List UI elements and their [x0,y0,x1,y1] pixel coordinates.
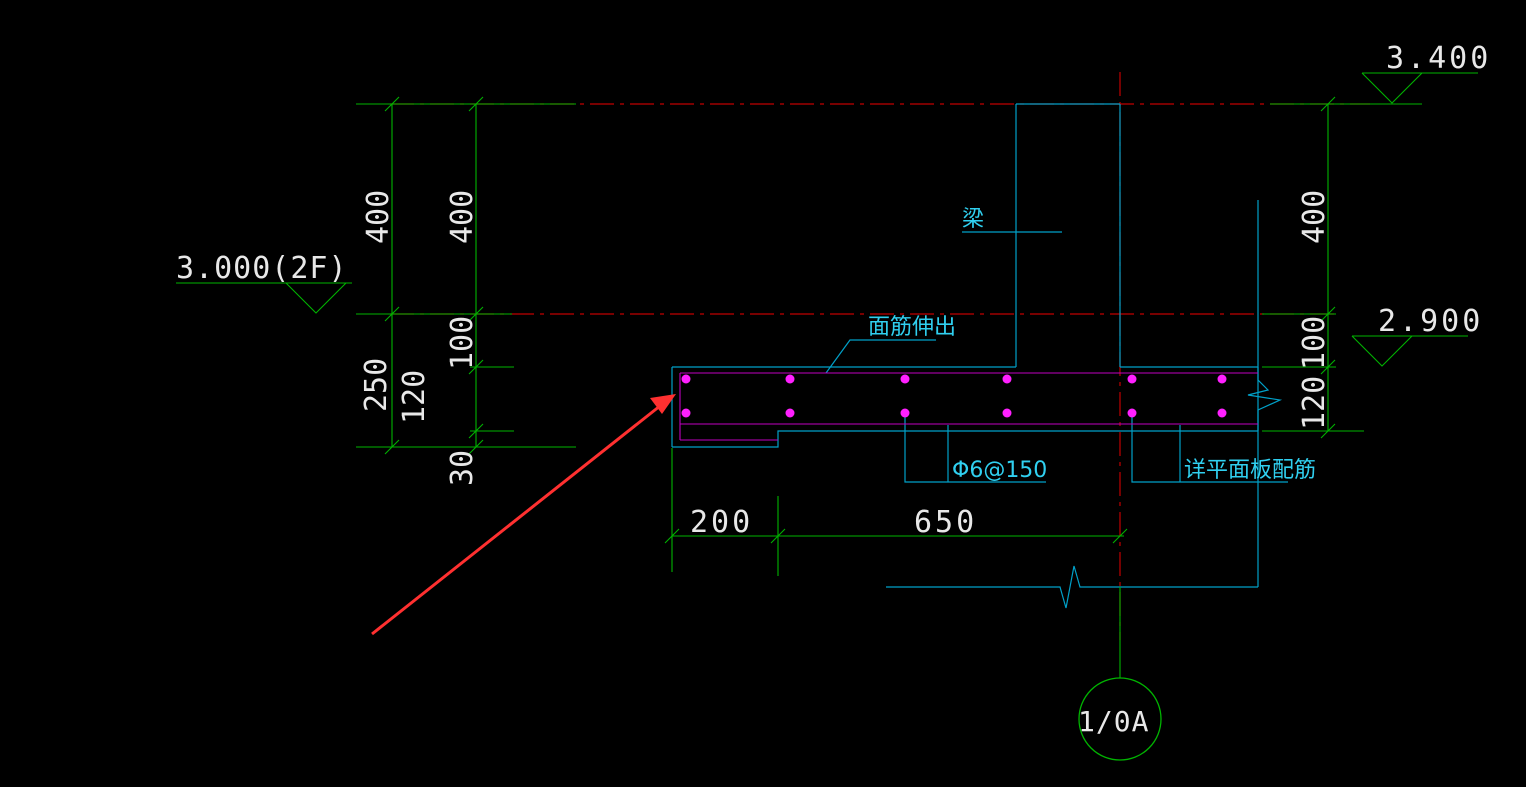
dim-left-inner-120: 120 [397,370,432,424]
dim-right-100: 100 [1297,316,1332,370]
dim-left-inner-30: 30 [445,450,480,486]
rebar-dot [681,408,691,418]
rebar-dot [1217,408,1227,418]
dim-right-120: 120 [1297,376,1332,430]
rebar-dot [1217,374,1227,384]
dimension-lines [176,72,1478,576]
beam-label: 梁 [962,207,984,232]
elevation-right-label: 2.900 [1378,304,1483,339]
rebar-dot [681,374,691,384]
dim-left-inner-100: 100 [445,316,480,370]
rebar-dot [900,374,910,384]
elevation-top-label: 3.400 [1386,41,1491,76]
axis-bubble-label: 1/0A [1078,705,1149,738]
dim-horiz-200: 200 [690,505,753,540]
rebar-dot [1127,374,1137,384]
rebar-dots [681,374,1227,418]
dim-left-outer-250: 250 [359,358,394,412]
rebar-dot [900,408,910,418]
rebar-dot [785,374,795,384]
dim-left-outer-400: 400 [361,190,396,244]
rebar-dot [1127,408,1137,418]
dim-horiz-650: 650 [914,505,977,540]
elevation-floor-label: 3.000(2F) [176,251,348,286]
top-rebar-extend-label: 面筋伸出 [868,315,956,340]
see-plan-label: 详平面板配筋 [1184,458,1316,483]
rebar-dot [1002,408,1012,418]
red-annotation-arrow [371,394,676,636]
rebar-dot [1002,374,1012,384]
axis-lines [390,72,1370,640]
stirrup-label: Φ6@150 [952,458,1047,483]
dim-right-400: 400 [1297,190,1332,244]
structure-outline [671,103,1288,609]
dim-left-inner-400: 400 [445,190,480,244]
rebar-dot [785,408,795,418]
rebar-lines [679,372,1258,441]
axis-bubble [1078,587,1162,761]
